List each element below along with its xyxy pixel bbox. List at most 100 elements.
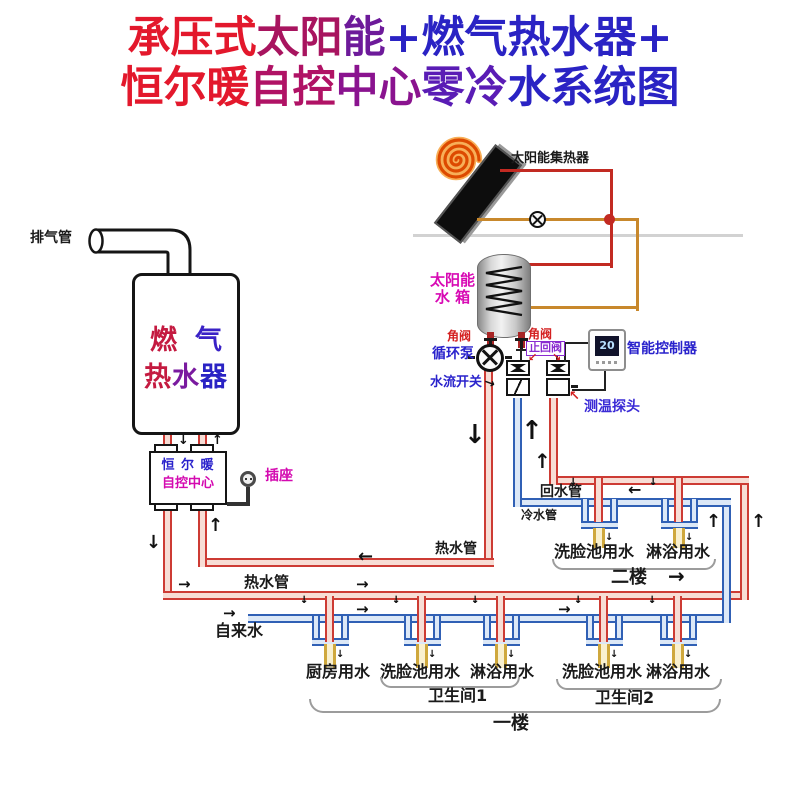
- pipe-hot-floor1: [163, 591, 749, 600]
- arrow-heater-up: ↑: [212, 433, 223, 448]
- angle-valve-right-label: 角阀: [528, 327, 553, 341]
- fixture-floor1-washbasin2: ↓↓↓: [574, 596, 634, 684]
- controller-label: 智能控制器: [627, 341, 697, 357]
- angle-valve-left-label: 角阀: [447, 329, 472, 343]
- arrow-cold-floor1-b: →: [558, 600, 571, 618]
- floor2-label: 二楼: [611, 567, 647, 588]
- tank-label: 太阳能 水 箱: [430, 271, 476, 307]
- tank-label-line2: 水 箱: [434, 288, 471, 307]
- arrow-riser-cold-up: ↑: [706, 511, 722, 532]
- check-valve-arrow-right: ↘: [552, 351, 562, 364]
- tank-label-line1: 太阳能: [430, 271, 476, 289]
- arrow-controlbox-down: ↓: [146, 532, 162, 553]
- valve-connector-colA: [520, 348, 522, 361]
- power-cord-v: [246, 487, 250, 506]
- collector-return-line-h: [477, 218, 639, 221]
- pipe-cold-return-up: [513, 398, 522, 507]
- arrow-return-up-main: ↑: [521, 416, 543, 446]
- fixture-floor1-kitchen: ↓↓↓: [300, 596, 360, 684]
- title-line1: 承压式太阳能+燃气热水器+: [127, 13, 673, 63]
- pipe-return-riser: [549, 398, 558, 485]
- fixture-floor1-shower1: ↓↓↓: [471, 596, 531, 684]
- arrow-tap-in: →: [223, 604, 236, 622]
- title-line2: 恒尔暖自控中心零冷水系统图: [120, 62, 680, 113]
- collector-valve-icon: [529, 211, 546, 228]
- collector-hot-line-h: [500, 169, 613, 172]
- pipe-hot-controlbox-left: [163, 503, 172, 600]
- roof-line: [413, 234, 743, 237]
- flow-switch-label: 水流开关: [430, 375, 483, 390]
- exhaust-label: 排气管: [30, 230, 72, 246]
- pipe-junction-dot: [604, 214, 615, 225]
- pump-tick-right: [505, 356, 512, 359]
- arrow-hot-floor1-a: →: [178, 575, 191, 593]
- temp-probe-arrow: ↖: [569, 389, 580, 404]
- control-center-line2: 自控中心: [161, 475, 214, 491]
- floor2-washbasin-label: 洗脸池用水: [554, 542, 635, 561]
- pump-label: 循环泵: [432, 346, 474, 362]
- pipe-cold-riser-right: [722, 498, 731, 623]
- tap-water-label: 自来水: [215, 621, 264, 640]
- check-valve-right-icon: [546, 360, 570, 376]
- floor2-shower-label: 淋浴用水: [646, 542, 711, 561]
- collector-return-line-v: [636, 218, 639, 311]
- controller-wire-1v: [564, 342, 566, 362]
- arrow-riser-hot-up: ↑: [751, 511, 767, 532]
- floor1-washbasin1-label: 洗脸池用水: [380, 662, 461, 681]
- pipe-hot-controlbox-right: [198, 503, 207, 567]
- control-center-box: 恒 尔 暖 自控中心: [149, 451, 227, 505]
- heater-name-line2: 热水器: [144, 362, 228, 393]
- heater-name-line1: 燃气: [150, 325, 222, 356]
- arrow-floor2-right: →: [668, 564, 685, 588]
- floor1-washbasin2-label: 洗脸池用水: [562, 662, 643, 681]
- pipe-hot-upper-horizontal: [198, 558, 494, 567]
- controller-screen: 20: [595, 336, 619, 356]
- solar-tank: [477, 254, 531, 338]
- arrow-hot-floor1-b: →: [356, 575, 369, 593]
- temp-probe-icon: [546, 378, 570, 396]
- hot-pipe-lower-label: 热水管: [244, 573, 290, 591]
- pump-tick-left: [468, 356, 475, 359]
- arrow-controlbox-up: ↑: [208, 515, 224, 536]
- collector-hot-line-h2: [524, 263, 613, 266]
- pipe-hot-riser-right: [740, 476, 749, 600]
- check-valve-left-icon: [506, 360, 530, 376]
- socket-label: 插座: [265, 468, 293, 484]
- fixture-floor2-shower: ↓↓↓: [649, 478, 709, 566]
- controller-wire-1h: [564, 342, 590, 344]
- gas-heater: [132, 273, 240, 435]
- flow-switch-icon: [506, 378, 530, 396]
- arrow-cold-floor1-a: →: [356, 600, 369, 618]
- power-cord-h: [227, 502, 250, 506]
- fixture-floor1-washbasin1: ↓↓↓: [392, 596, 452, 684]
- arrow-heater-down: ↓: [178, 433, 189, 448]
- floor1-bracket: [309, 699, 721, 713]
- circulation-pump-icon: [476, 344, 504, 372]
- pipe-heater-stub-right: [198, 433, 207, 453]
- pipe-hot-floor2: [549, 476, 749, 485]
- collector-label: 太阳能集热器: [511, 151, 590, 166]
- pipe-hot-tank-down: [484, 370, 493, 567]
- arrow-return-riser-up: ↑: [534, 449, 551, 473]
- floor1-kitchen-label: 厨房用水: [306, 662, 371, 681]
- floor1-label: 一楼: [493, 713, 529, 734]
- bathroom1-label: 卫生间1: [428, 686, 488, 705]
- cold-pipe-label: 冷水管: [521, 508, 558, 522]
- controller-wire-2h: [572, 389, 606, 391]
- bathroom2-label: 卫生间2: [595, 688, 655, 707]
- exhaust-pipe: [88, 228, 192, 280]
- page-title: 承压式太阳能+燃气热水器+ 恒尔暖自控中心零冷水系统图: [0, 13, 800, 114]
- smart-controller: 20: [588, 329, 626, 371]
- arrow-hot-upper-left: ←: [358, 546, 374, 567]
- pipe-heater-stub-left: [163, 433, 172, 453]
- arrow-hot-floor2-left: ←: [628, 480, 642, 499]
- check-valve-label: 止回阀: [526, 341, 565, 356]
- temp-probe-label: 测温探头: [584, 399, 640, 415]
- temp-probe-tick: [571, 385, 578, 388]
- arrow-hot-down-main: ↓: [464, 420, 486, 450]
- floor1-shower2-label: 淋浴用水: [646, 662, 711, 681]
- tank-coil-icon: [485, 265, 523, 317]
- controller-buttons: [596, 361, 618, 364]
- control-center-line1: 恒 尔 暖: [161, 458, 215, 473]
- pipe-cold-floor2: [513, 498, 731, 507]
